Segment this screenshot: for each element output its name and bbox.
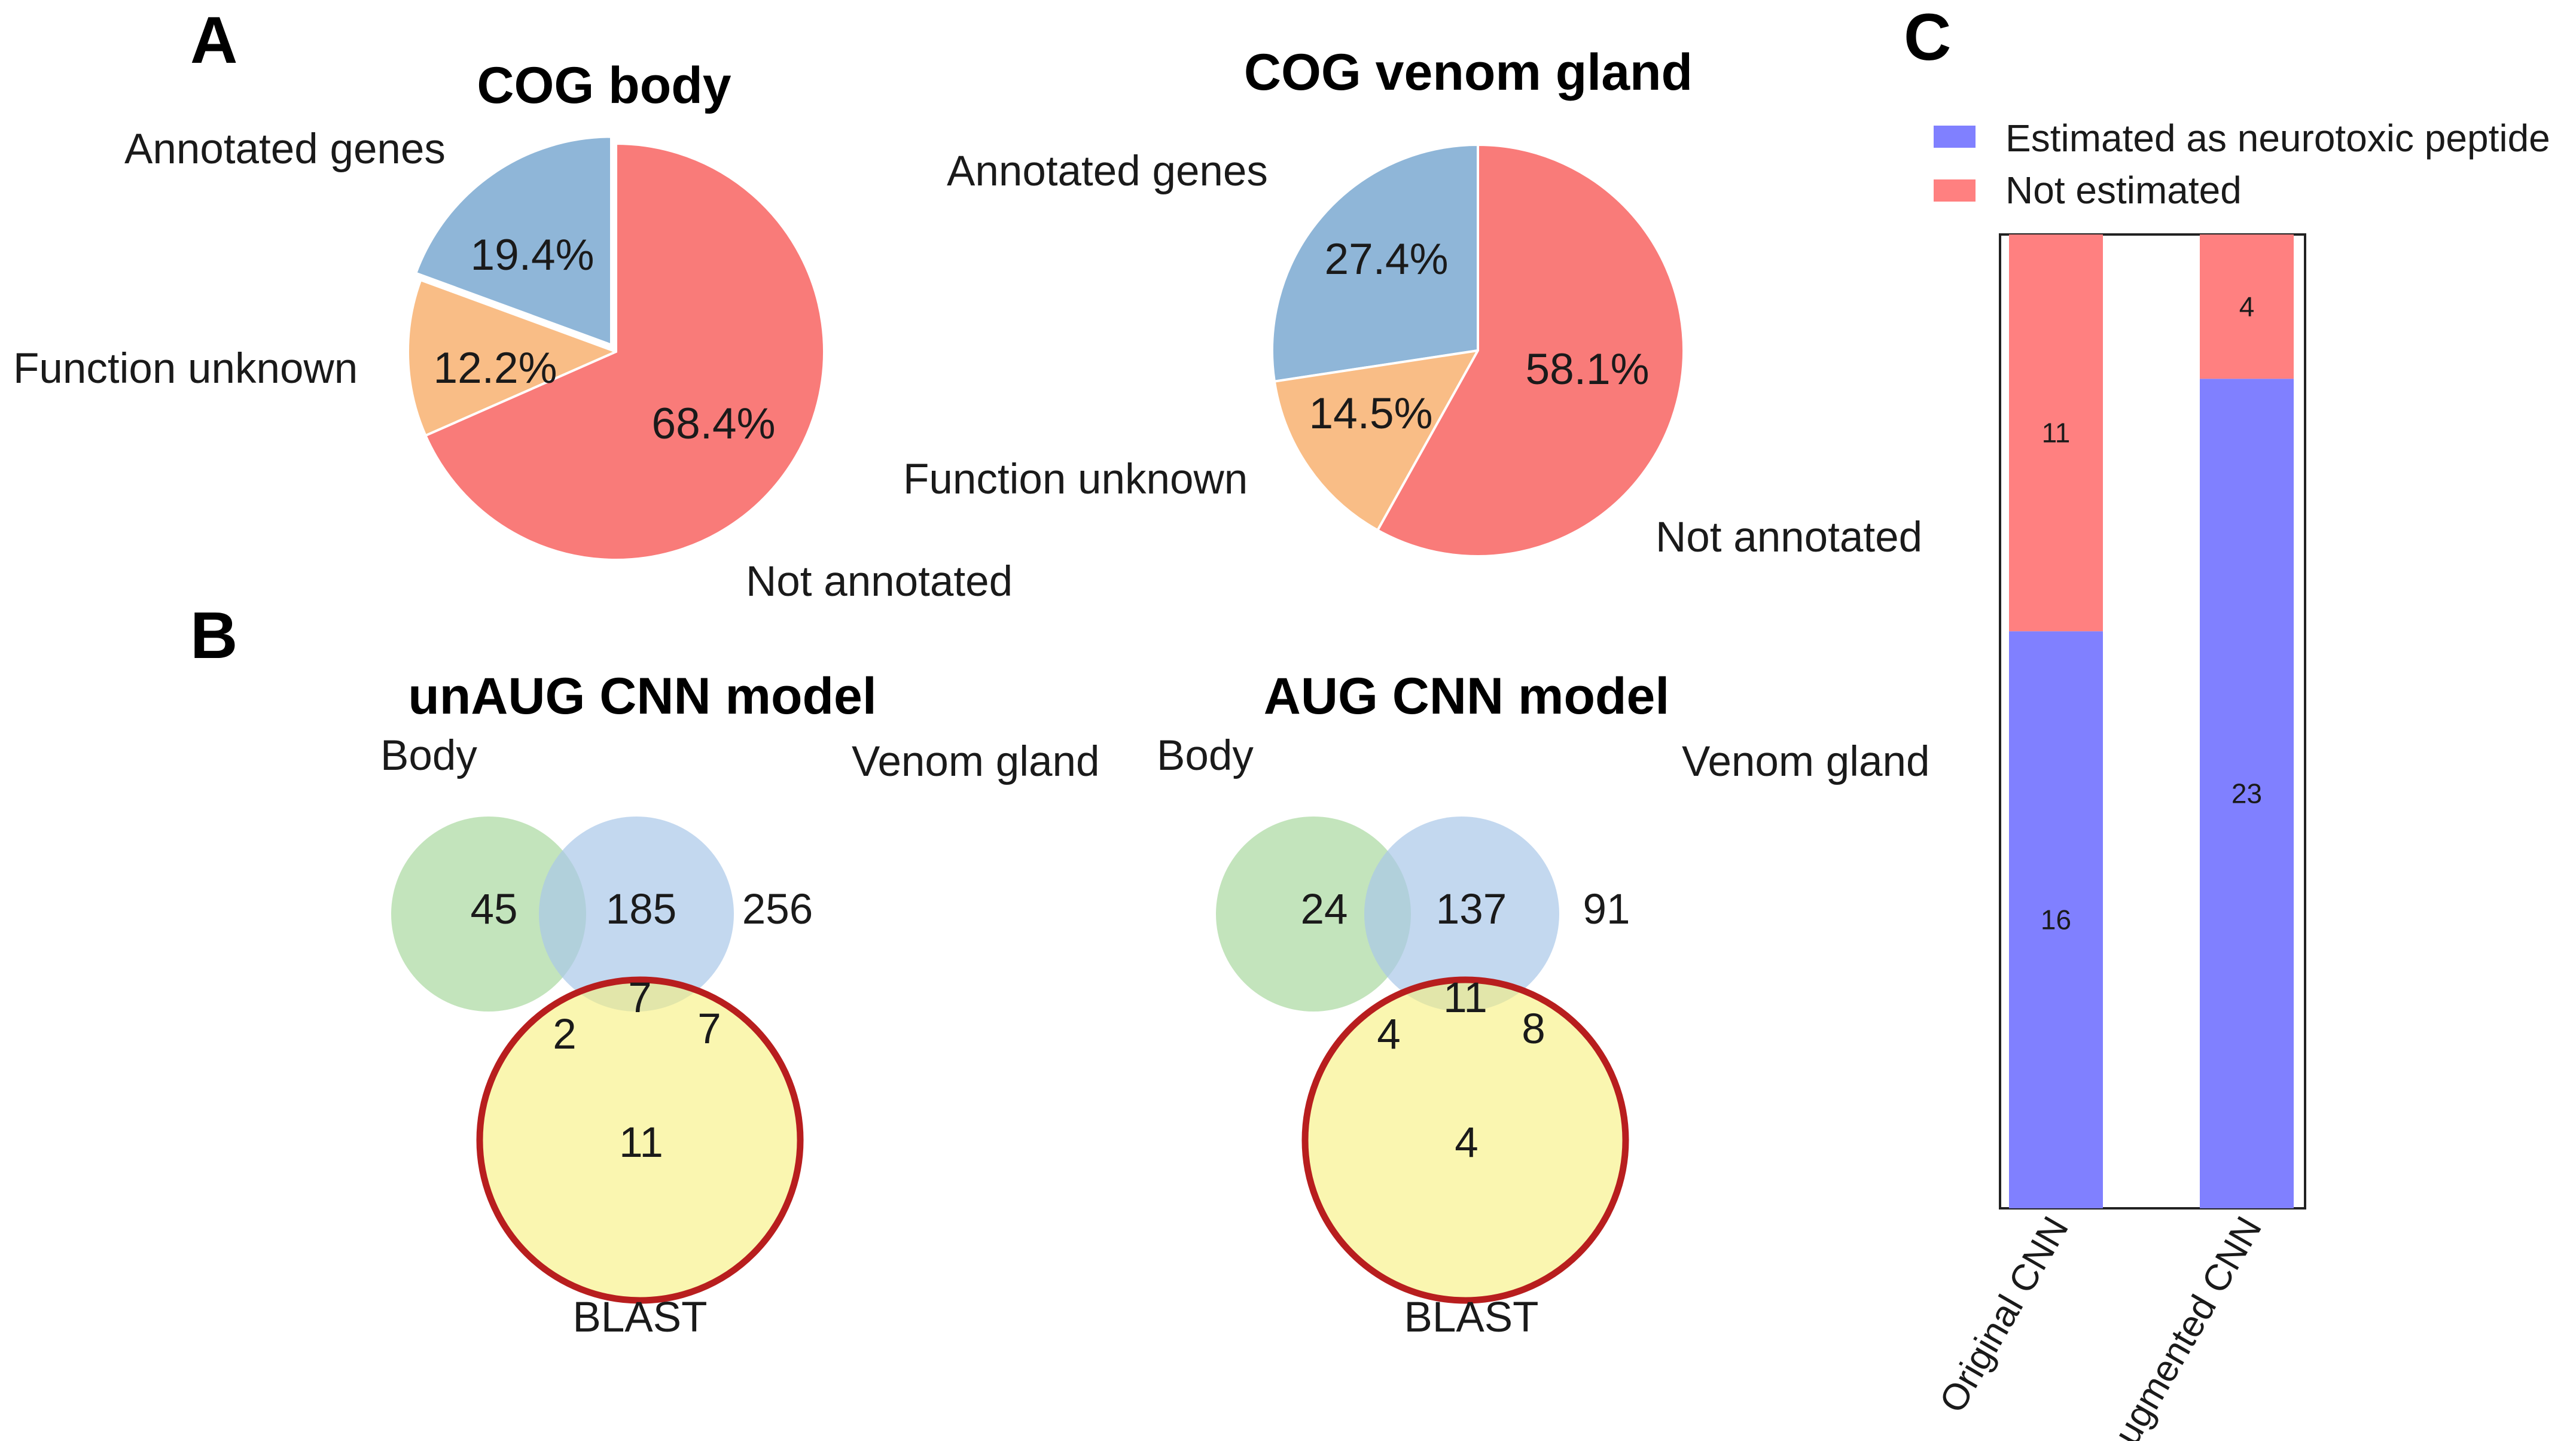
venn-count-venom-only: 91 [1583, 886, 1630, 933]
pie-category-label: Annotated genes [124, 126, 446, 173]
venn-set-label-blast: BLAST [573, 1294, 708, 1341]
pie-chart-cog-venom-gland: COG venom gland 27.4% 14.5% 58.1% Annota… [903, 44, 1922, 561]
pie-title: COG venom gland [1244, 44, 1693, 101]
venn-circle-body [1216, 817, 1411, 1012]
venn-count-blast-only: 4 [1455, 1119, 1478, 1166]
bar-value-label: 23 [2231, 778, 2262, 809]
pie-category-label: Function unknown [903, 456, 1248, 503]
bar-value-label: 11 [2042, 418, 2071, 449]
pie-category-label: Annotated genes [947, 148, 1268, 195]
legend-swatch-not-estimated [1934, 179, 1976, 202]
stacked-bar-chart: Estimated as neurotoxic peptide Not esti… [1932, 117, 2550, 1441]
venn-count-body-blast: 4 [1377, 1011, 1401, 1058]
venn-count-body-blast: 2 [553, 1011, 577, 1058]
pie-slice-not-annotated [1376, 143, 1685, 557]
bar-segment-neurotoxic [2200, 379, 2294, 1208]
bar-value-label: 16 [2041, 904, 2071, 936]
x-tick-label: Original CNN [1932, 1210, 2077, 1420]
pie-value-label: 14.5% [1309, 389, 1433, 438]
bar-segment-not-estimated [2009, 234, 2103, 632]
pie-value-label: 58.1% [1526, 345, 1650, 394]
pie-value-label: 27.4% [1325, 235, 1449, 284]
pie-slice-not-annotated [423, 142, 825, 561]
bar-segment-not-estimated [2200, 234, 2294, 379]
venn-set-label-blast: BLAST [1404, 1294, 1539, 1341]
venn-title: AUG CNN model [1264, 668, 1669, 725]
legend-label-neurotoxic: Estimated as neurotoxic peptide [2005, 117, 2550, 160]
venn-title: unAUG CNN model [408, 668, 877, 725]
pie-slice-function-unknown [1273, 349, 1480, 532]
venn-set-label-body: Body [1157, 732, 1254, 779]
plot-frame [1999, 233, 2306, 1210]
pie-category-label: Function unknown [13, 345, 358, 392]
panel-letter-a: A [190, 4, 237, 77]
pie-slice-annotated [414, 135, 612, 347]
legend-swatch-neurotoxic [1934, 126, 1976, 148]
venn-diagram-unaug-cnn: unAUG CNN model Body Venom gland BLAST 4… [380, 668, 1100, 1341]
pie-slice-function-unknown [407, 278, 620, 437]
pie-category-label: Not annotated [1656, 514, 1922, 561]
pie-category-label: Not annotated [746, 558, 1013, 605]
venn-circle-venom-gland [1364, 817, 1559, 1012]
venn-count-body-only: 24 [1301, 886, 1348, 933]
x-tick-label: Augmented CNN [2094, 1210, 2270, 1441]
pie-chart-cog-body: COG body 19.4% 12.2% 68.4% Annotated gen… [13, 57, 1013, 605]
legend-label-not-estimated: Not estimated [2005, 169, 2242, 212]
venn-count-body-venom: 137 [1436, 886, 1507, 933]
venn-circle-blast [476, 976, 804, 1304]
panel-letter-c: C [1904, 1, 1951, 74]
panel-letter-b: B [190, 599, 237, 672]
venn-count-venom-blast: 8 [1522, 1006, 1545, 1053]
pie-title: COG body [477, 57, 731, 114]
pie-value-label: 19.4% [471, 231, 595, 279]
pie-value-label: 12.2% [434, 344, 557, 392]
venn-count-all-three: 7 [628, 974, 652, 1022]
bar-value-label: 4 [2239, 291, 2255, 322]
pie-slice-annotated [1271, 143, 1479, 383]
bar-segment-neurotoxic [2009, 631, 2103, 1208]
venn-count-venom-only: 256 [742, 886, 813, 933]
venn-circle-blast [1301, 976, 1629, 1304]
venn-count-body-only: 45 [471, 886, 518, 933]
venn-set-label-body: Body [380, 732, 477, 779]
venn-circle-body [391, 817, 586, 1012]
pie-value-label: 68.4% [652, 400, 776, 448]
venn-circle-venom-gland [539, 817, 734, 1012]
venn-count-all-three: 11 [1443, 974, 1487, 1022]
venn-set-label-venom-gland: Venom gland [852, 738, 1100, 785]
venn-count-body-venom: 185 [606, 886, 676, 933]
venn-count-venom-blast: 7 [697, 1006, 721, 1053]
venn-count-blast-only: 11 [619, 1119, 663, 1166]
venn-diagram-aug-cnn: AUG CNN model Body Venom gland BLAST 24 … [1157, 668, 1930, 1341]
venn-set-label-venom-gland: Venom gland [1682, 738, 1930, 785]
